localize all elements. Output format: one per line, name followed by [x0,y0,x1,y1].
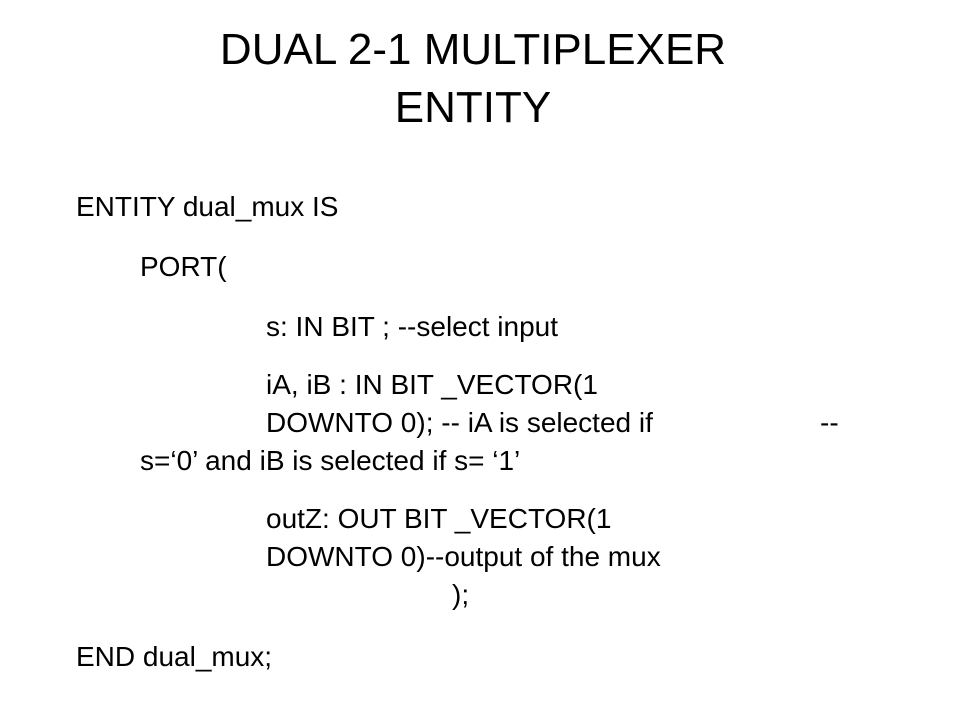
code-port-line: PORT( [140,251,227,282]
code-inputs-line-3: s=‘0’ and iB is selected if s= ‘1’ [140,445,521,476]
code-port-close: ); [452,579,470,610]
slide-title-line-1: DUAL 2-1 MULTIPLEXER [219,25,727,74]
code-inputs-line-1: iA, iB : IN BIT _VECTOR(1 [266,369,598,400]
code-entity-line: ENTITY dual_mux IS [76,191,339,222]
code-output-line-1: outZ: OUT BIT _VECTOR(1 [266,503,612,534]
code-select-input-line: s: IN BIT ; --select input [266,311,559,342]
slide-title-line-2: ENTITY [394,83,552,132]
code-inputs-line-2-tail: -- [820,407,839,438]
code-inputs-line-2: DOWNTO 0); -- iA is selected if [266,407,653,438]
code-output-line-2: DOWNTO 0)--output of the mux [266,541,661,572]
code-end-line: END dual_mux; [76,641,273,672]
